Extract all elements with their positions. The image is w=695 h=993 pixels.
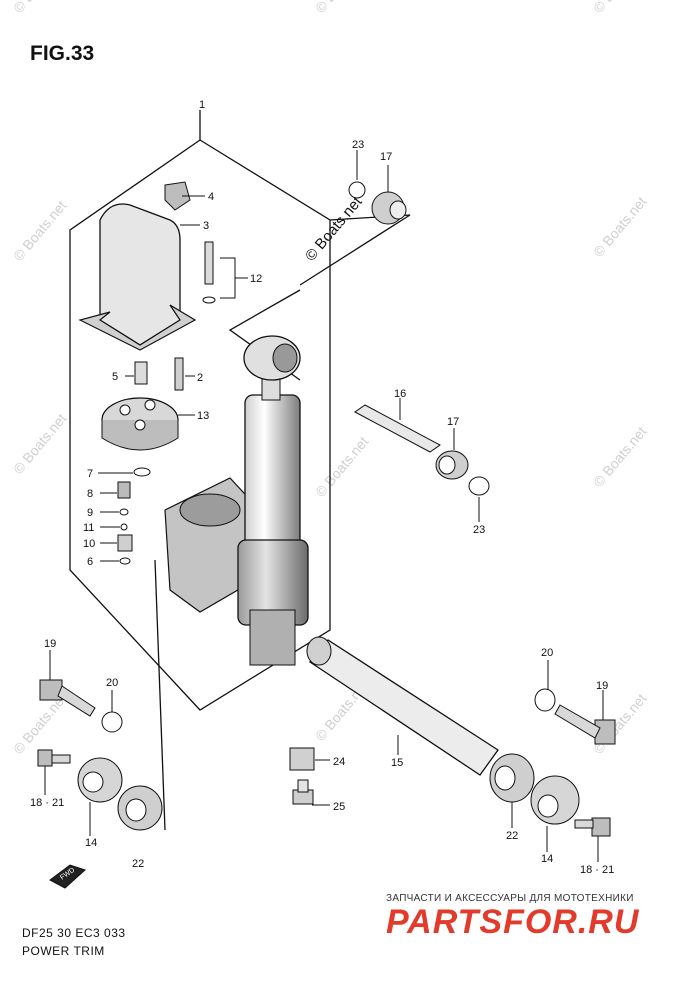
watermark: © Boats.net: [590, 423, 649, 490]
watermark: © Boats.net: [312, 0, 371, 16]
callout-18-21-left: 18 · 21: [30, 797, 64, 809]
part-small-seals: [117, 467, 151, 565]
callout-12: 12: [250, 273, 262, 285]
watermark: © Boats.net: [10, 410, 69, 477]
leader-lines: [44, 150, 604, 862]
figure-title: FIG.33: [30, 42, 95, 65]
callout-11: 11: [83, 522, 94, 534]
callout-8: 8: [87, 488, 93, 500]
callout-7: 7: [87, 468, 93, 480]
part-reservoir-cover: [78, 203, 197, 351]
callout-17-top: 17: [380, 151, 392, 163]
callout-24: 24: [333, 756, 345, 768]
shop-brand-logo: PARTSFOR.RU: [386, 903, 640, 941]
part-bushing-17: [435, 450, 469, 480]
part-bushing-17-top: [371, 191, 407, 225]
part-washer-20-left: [101, 711, 123, 733]
callout-22-left: 22: [132, 858, 144, 870]
callout-17-mid: 17: [447, 416, 459, 428]
fwd-arrow-icon: FWD: [49, 864, 86, 889]
callout-22-right: 22: [506, 830, 518, 842]
watermark: © Boats.net: [10, 0, 69, 16]
callout-6: 6: [87, 556, 93, 568]
callout-23-top: 23: [352, 139, 364, 151]
watermark: © Boats.net: [590, 0, 649, 16]
part-bolt-2: [174, 357, 184, 391]
callout-25: 25: [333, 801, 345, 813]
figure-caption: POWER TRIM: [22, 944, 105, 958]
callout-10: 10: [83, 538, 95, 550]
callout-13: 13: [197, 410, 209, 422]
callout-18-21-right: 18 · 21: [580, 864, 614, 876]
watermark: © Boats.net: [312, 433, 371, 500]
part-collar-14-left: [77, 757, 123, 803]
part-shaft-15: [306, 636, 499, 776]
callout-labels: 1 2 3 4 5 6 7 8 9 11 10 12 13 14 14 15 1…: [30, 99, 614, 876]
callout-4: 4: [208, 191, 214, 203]
part-fill-plug: [164, 181, 191, 211]
part-washer-20-right: [534, 688, 556, 712]
shop-tagline: ЗАПЧАСТИ И АКСЕССУАРЫ ДЛЯ МОТОТЕХНИКИ: [386, 893, 634, 904]
callout-20-right: 20: [541, 647, 553, 659]
callout-23-mid: 23: [473, 524, 485, 536]
part-bolt-19-left: [39, 679, 96, 717]
part-ring-23: [468, 476, 490, 496]
part-plug-5: [134, 361, 148, 385]
part-pump-base: [164, 477, 256, 613]
callout-19-right: 19: [596, 680, 608, 692]
callout-16: 16: [394, 388, 406, 400]
callout-19-left: 19: [44, 638, 56, 650]
callout-20-left: 20: [106, 677, 118, 689]
part-trim-cylinder: [237, 335, 309, 666]
part-valve-body: [101, 397, 179, 451]
part-bolt-18-right: [574, 817, 611, 837]
callout-5: 5: [112, 371, 118, 383]
callout-1: 1: [199, 99, 205, 111]
part-bolt-19-right: [554, 704, 616, 745]
part-pin-16: [354, 404, 441, 453]
part-collar-14-right: [530, 775, 580, 825]
callout-14-left: 14: [85, 837, 97, 849]
callout-14-right: 14: [541, 853, 553, 865]
assembly-frame: [69, 110, 411, 831]
part-bolt-18-left: [37, 749, 71, 767]
part-screw-12: [202, 241, 216, 304]
watermark: © Boats.net: [590, 193, 649, 260]
part-bushing-22-right: [489, 753, 535, 803]
part-nut-24: [289, 747, 315, 771]
part-ring-23-top: [348, 181, 366, 199]
watermark: © Boats.net: [10, 197, 69, 264]
model-code: DF25 30 EC3 033: [22, 926, 126, 940]
callout-2: 2: [197, 372, 203, 384]
callout-15: 15: [391, 757, 403, 769]
callout-3: 3: [203, 220, 209, 232]
part-bushing-22-left: [117, 785, 163, 831]
part-bolt-25: [292, 779, 314, 805]
callout-9: 9: [87, 507, 93, 519]
watermark-dark: © Boats.net: [302, 193, 366, 265]
